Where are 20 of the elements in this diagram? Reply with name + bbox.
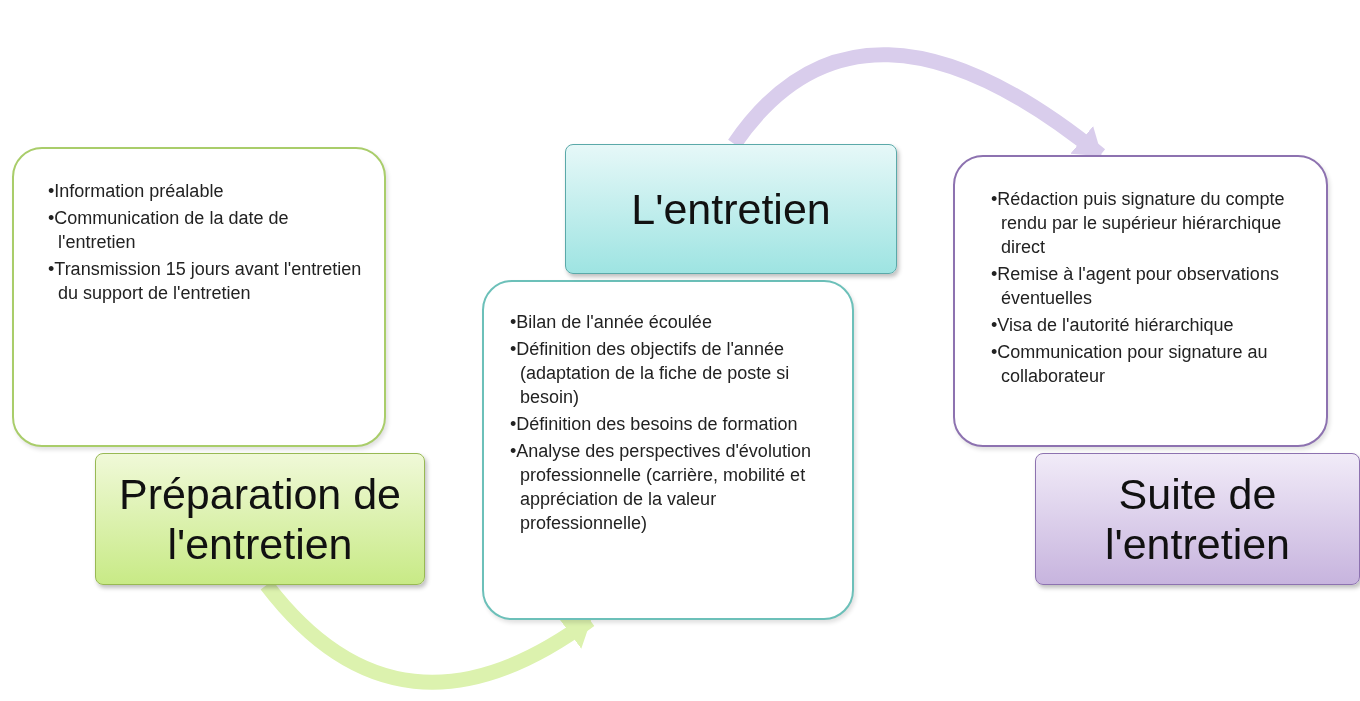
content-card [12,147,386,447]
title-box [95,453,425,585]
bullet-text: •Remise à l'agent pour observations éventuelles [991,263,1280,310]
title-text: Suite de l'entretien [1103,469,1292,569]
content-card [482,280,854,620]
bullet-text: •Communication de la date de l'entretien [48,207,290,254]
bullet-text: •Analyse des perspectives d'évolution professionnelle (carrière, mobilité et appréciation de la valeur professionnelle) [510,440,812,535]
bullet-text: •Définition des objectifs de l'année (adaptation de la fiche de poste si besoin) [510,338,791,409]
bullet-text: •Visa de l'autorité hiérarchique [991,314,1235,337]
bullet-text: •Communication pour signature au collaborateur [991,341,1269,388]
title-text: Préparation de l'entretien [117,469,403,569]
bullet-text: •Définition des besoins de formation [510,413,799,436]
title-box [1035,453,1360,585]
bullet-text: •Information préalable [48,180,225,203]
bullet-text: •Bilan de l'année écoulée [510,311,713,334]
title-text: L'entretien [631,184,831,234]
title-box [565,144,897,274]
bullet-text: •Transmission 15 jours avant l'entretien du support de l'entretien [48,258,363,305]
bullet-text: •Rédaction puis signature du compte rendu par le supérieur hiérarchique direct [991,188,1286,259]
content-card [953,155,1328,447]
